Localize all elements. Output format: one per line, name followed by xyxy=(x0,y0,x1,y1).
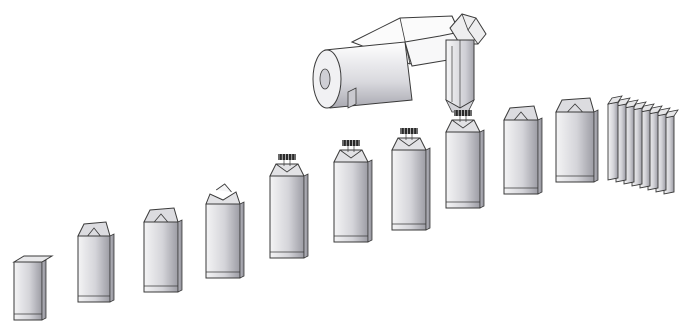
package-stage-3 xyxy=(144,208,182,292)
package-side-face xyxy=(594,110,598,182)
package-folding-flaps xyxy=(206,192,240,204)
package-front-face xyxy=(504,120,538,194)
package-open-flap xyxy=(144,208,178,222)
package-fin xyxy=(216,184,231,192)
package-open-flap xyxy=(504,106,538,120)
package-stage-5 xyxy=(270,154,308,258)
package-stage-7 xyxy=(392,128,430,230)
package-stage-9 xyxy=(504,106,542,194)
package-side-face xyxy=(426,148,430,230)
package-front-face xyxy=(270,176,304,258)
package-side-face xyxy=(480,130,484,208)
sealing-jaw xyxy=(342,140,360,146)
sealing-jaw xyxy=(454,110,472,116)
package-stage-11 xyxy=(608,96,678,194)
package-stage-4 xyxy=(206,184,244,278)
package-stage-1 xyxy=(14,256,52,320)
package-front-face xyxy=(446,132,480,208)
stacked-package-face xyxy=(608,102,618,180)
package-open-flap xyxy=(78,222,110,236)
package-side-face xyxy=(538,118,542,194)
package-side-face xyxy=(304,174,308,258)
package-side-face xyxy=(42,260,46,320)
package-front-face xyxy=(556,112,594,182)
sealing-jaw xyxy=(278,154,296,160)
package-stage-8 xyxy=(446,110,484,208)
package-front-face xyxy=(144,222,178,292)
package-gable-top xyxy=(392,138,426,150)
package-stage-6 xyxy=(334,140,372,242)
package-stage-2 xyxy=(78,222,114,302)
package-gable-top xyxy=(270,164,304,176)
package-side-face xyxy=(240,202,244,278)
package-gable-top xyxy=(334,150,368,162)
package-front-face xyxy=(206,204,240,278)
sealing-jaw xyxy=(400,128,418,134)
package-open-flap xyxy=(556,98,594,112)
package-side-face xyxy=(178,220,182,292)
package-sequence xyxy=(14,96,678,320)
filling-machine xyxy=(313,14,486,112)
package-front-face xyxy=(78,236,110,302)
film-roll-core xyxy=(320,69,330,89)
package-gable-top xyxy=(446,120,480,132)
package-side-face xyxy=(368,160,372,242)
package-front-face xyxy=(14,262,42,320)
package-side-face xyxy=(110,234,114,302)
roll-stand xyxy=(348,88,356,108)
package-front-face xyxy=(334,162,368,242)
package-stage-10 xyxy=(556,98,598,182)
package-front-face xyxy=(392,150,426,230)
